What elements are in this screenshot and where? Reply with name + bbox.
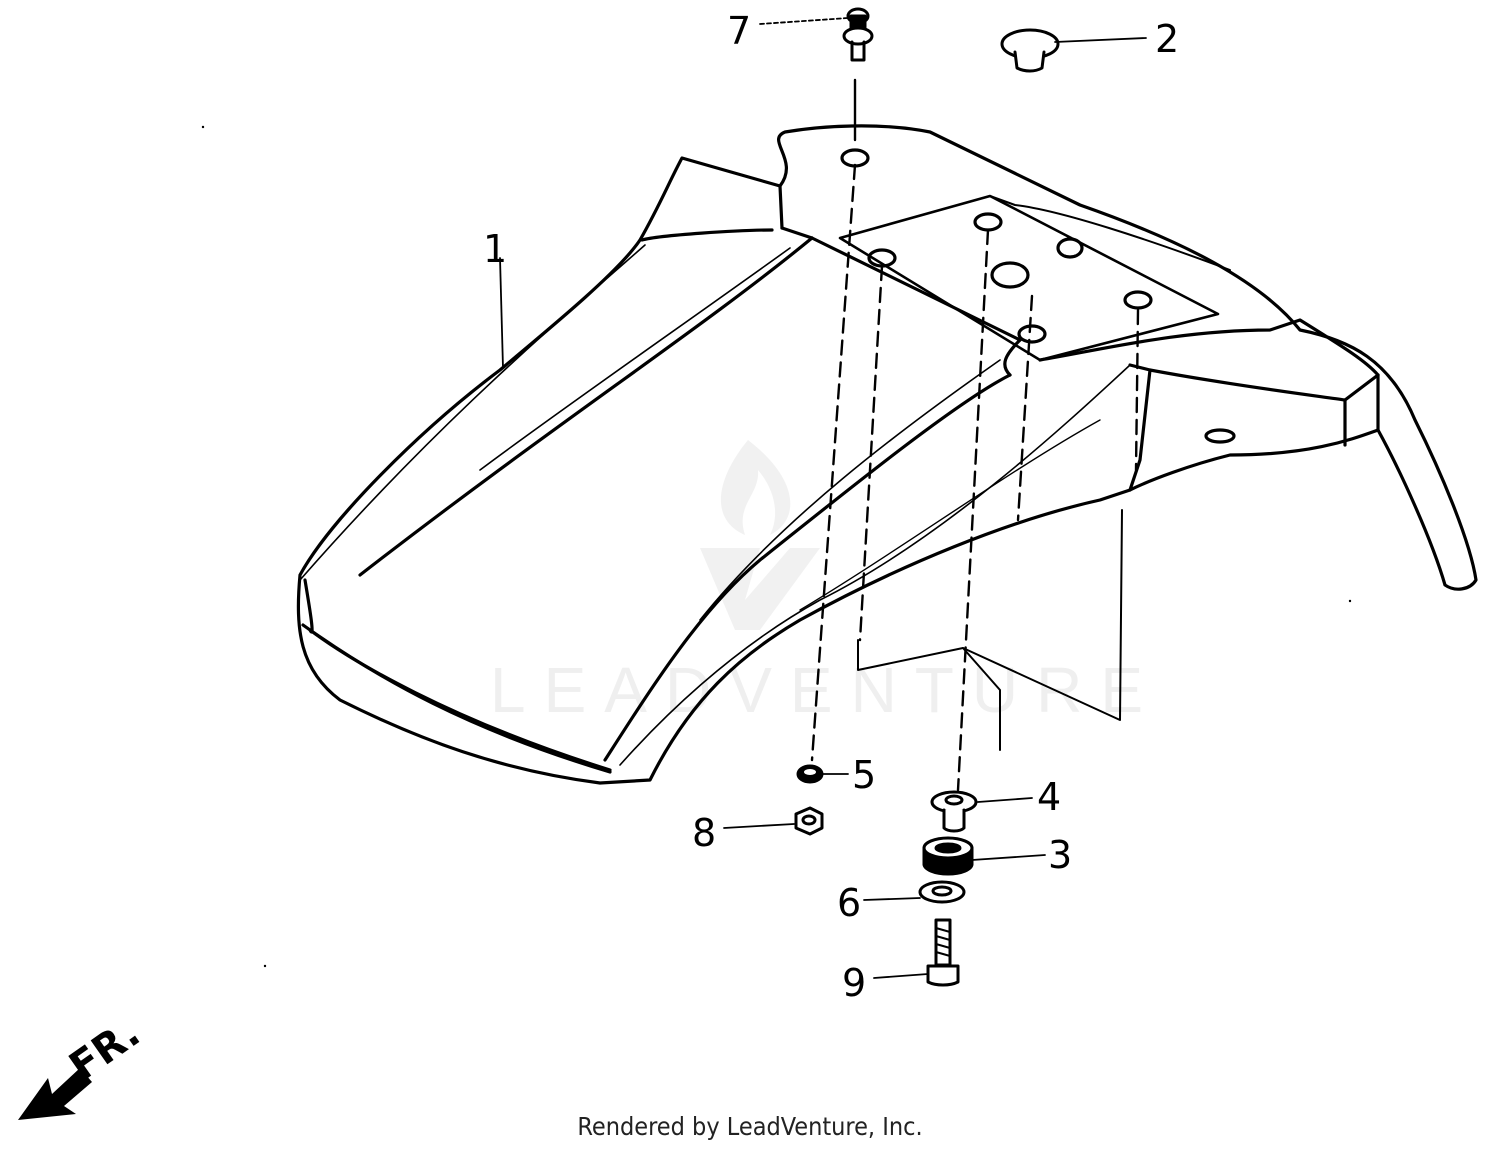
front-arrow-icon [18,1068,92,1120]
flange-collar-part-4 [930,790,978,833]
washer-part-6 [918,880,966,904]
callout-9: 9 [842,961,866,1005]
callout-2: 2 [1155,17,1179,61]
watermark-text: LEADVENTURE [490,654,1161,726]
callout-4: 4 [1037,775,1061,819]
collar-part-5 [796,764,824,784]
callout-3: 3 [1048,833,1072,877]
render-credit: Rendered by LeadVenture, Inc. [577,1112,923,1141]
callout-labels: 1 2 3 4 5 6 7 8 9 [483,9,1179,1005]
cap-part-2 [1000,28,1060,73]
callout-5: 5 [852,753,876,797]
nut-part-8 [794,806,824,836]
front-direction-indicator: FR. [18,1010,148,1120]
callout-8: 8 [692,811,716,855]
bolt-part-7 [842,7,874,62]
assembly-lines [810,78,1140,792]
scan-specks [201,125,1352,968]
callout-1: 1 [483,227,507,271]
front-fender-part [296,124,1478,785]
bolt-part-9 [926,918,960,987]
callout-7: 7 [727,9,751,53]
cushion-part-3 [922,836,974,876]
leader-lines [499,17,1147,979]
callout-6: 6 [837,881,861,925]
